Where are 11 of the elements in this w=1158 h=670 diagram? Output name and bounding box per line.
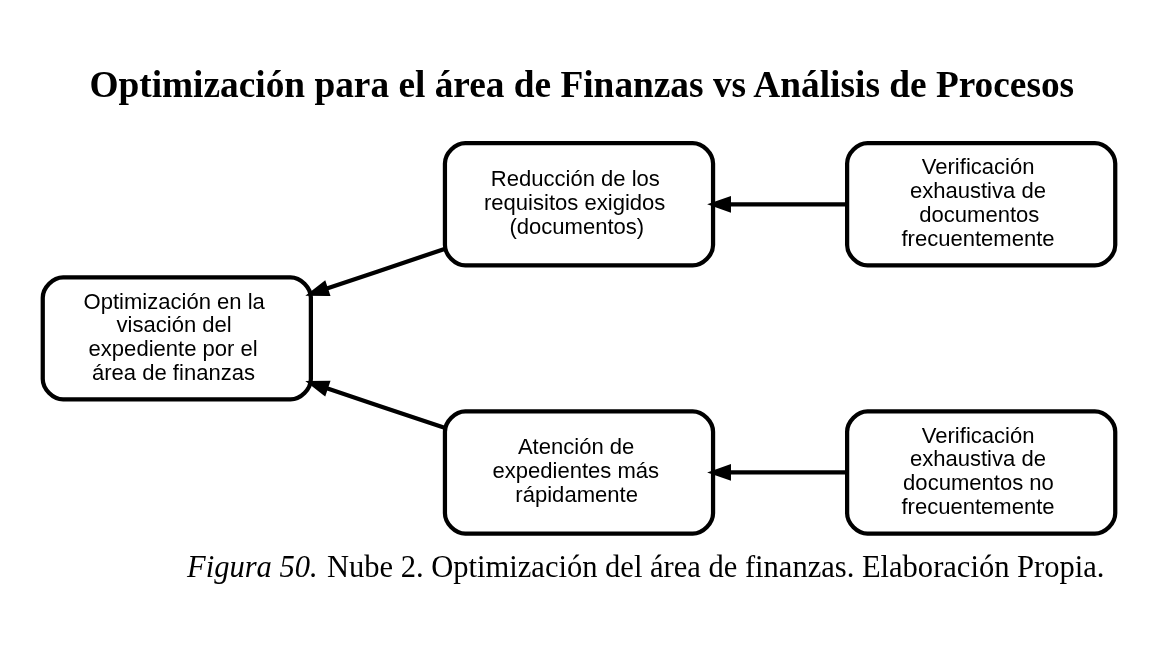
node-box: Verificación exhaustiva de documentos no frecuentemente — [845, 409, 1118, 536]
arrow — [305, 246, 446, 297]
node-box: Verificación exhaustiva de documentos frecuentemente — [845, 141, 1118, 268]
caption: Figura 50. Nube 2. Optimización del área de finanzas. Elaboración Propia. — [187, 549, 1105, 584]
arrow — [707, 464, 847, 481]
arrow — [305, 380, 446, 430]
node-box: Optimización en la visación del expediente por el área de finanzas — [40, 275, 313, 402]
node-box: Atención de expedientes más rápidamente — [442, 409, 716, 536]
node-box: Reducción de los requisitos exigidos (documentos) — [442, 141, 716, 268]
arrow — [707, 196, 847, 213]
diagram-title: Optimización para el área de Finanzas vs Análisis de Procesos — [89, 63, 1075, 105]
